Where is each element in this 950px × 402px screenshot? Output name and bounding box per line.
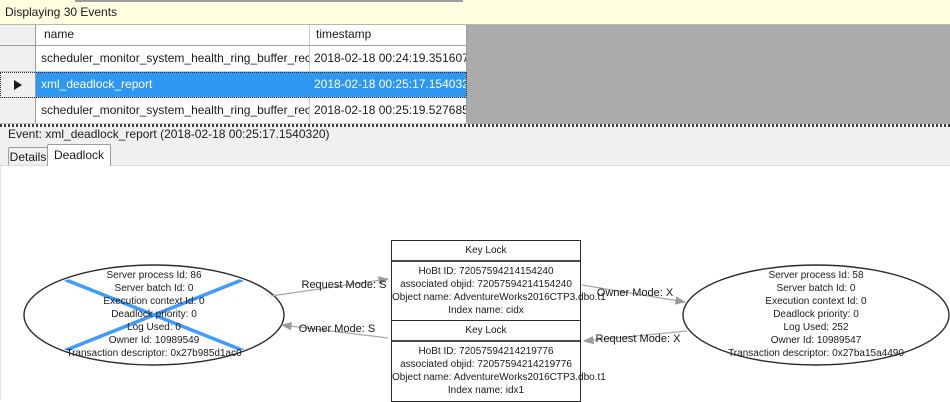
row-selector-cell[interactable]	[0, 46, 36, 72]
event-caption-bar: Event: xml_deadlock_report (2018-02-18 0…	[0, 127, 950, 143]
table-row-selected[interactable]: xml_deadlock_report 2018-02-18 00:25:17.…	[0, 72, 467, 98]
column-header-timestamp[interactable]: timestamp	[310, 25, 467, 46]
tab-deadlock[interactable]: Deadlock	[47, 144, 111, 166]
resource-node-keylock-2[interactable]: Key Lock HoBt ID: 72057594214219776 asso…	[391, 320, 606, 402]
event-caption-label: Event: xml_deadlock_report (2018-02-18 0…	[8, 127, 330, 141]
edge-label-owner-mode-s: Owner Mode: S	[298, 323, 376, 335]
column-header-name[interactable]: name	[36, 25, 310, 46]
victim-cross-icon	[30, 267, 278, 363]
edge-request-x-line	[582, 330, 688, 345]
event-name-cell[interactable]: scheduler_monitor_system_health_ring_buf…	[36, 46, 310, 72]
resource-title: Key Lock	[392, 321, 580, 342]
table-row[interactable]: scheduler_monitor_system_health_ring_buf…	[0, 98, 467, 124]
row-selector-header	[0, 25, 36, 46]
edge-owner-s-line	[280, 321, 389, 339]
edge-owner-x-line	[581, 284, 687, 305]
grid-bottom-divider[interactable]	[0, 124, 950, 127]
row-selector-cell[interactable]	[0, 72, 36, 98]
events-count-bar: Displaying 30 Events	[0, 0, 950, 25]
grid-header-row: name timestamp	[0, 25, 467, 46]
event-timestamp-cell[interactable]: 2018-02-18 00:25:17.1540320	[310, 72, 467, 98]
edge-label-request-mode-x: Request Mode: X	[595, 333, 681, 345]
edge-label-request-mode-s: Request Mode: S	[301, 279, 387, 291]
resource-node-keylock-1[interactable]: Key Lock HoBt ID: 72057594214154240 asso…	[391, 240, 606, 322]
victim-process-ellipse[interactable]	[23, 264, 285, 366]
deadlock-graph-panel: Server process Id: 86 Server batch Id: 0…	[0, 166, 950, 402]
event-timestamp-cell[interactable]: 2018-02-18 00:24:19.3516078	[310, 46, 467, 72]
selected-row-arrow-icon	[13, 79, 22, 90]
top-edge-divider	[75, 0, 463, 2]
events-grid: name timestamp scheduler_monitor_system_…	[0, 25, 950, 124]
table-row[interactable]: scheduler_monitor_system_health_ring_buf…	[0, 46, 467, 72]
winner-process-node[interactable]: Server process Id: 58 Server batch Id: 0…	[728, 270, 904, 359]
resource-title: Key Lock	[392, 241, 580, 262]
event-name-cell[interactable]: scheduler_monitor_system_health_ring_buf…	[36, 98, 310, 124]
grid-rows: scheduler_monitor_system_health_ring_buf…	[0, 46, 467, 124]
edge-request-s-line	[270, 276, 390, 297]
tab-strip: Details Deadlock	[0, 143, 950, 166]
deadlock-graph-canvas	[23, 264, 950, 366]
tab-details[interactable]: Details	[8, 147, 48, 166]
event-name-cell[interactable]: xml_deadlock_report	[36, 72, 310, 98]
victim-process-node[interactable]: Server process Id: 86 Server batch Id: 0…	[66, 270, 242, 359]
row-selector-cell[interactable]	[0, 98, 36, 124]
events-count-label: Displaying 30 Events	[5, 5, 118, 19]
event-timestamp-cell[interactable]: 2018-02-18 00:25:19.5276859	[310, 98, 467, 124]
winner-process-ellipse[interactable]	[682, 264, 950, 366]
edge-label-owner-mode-x: Owner Mode: X	[596, 287, 674, 299]
